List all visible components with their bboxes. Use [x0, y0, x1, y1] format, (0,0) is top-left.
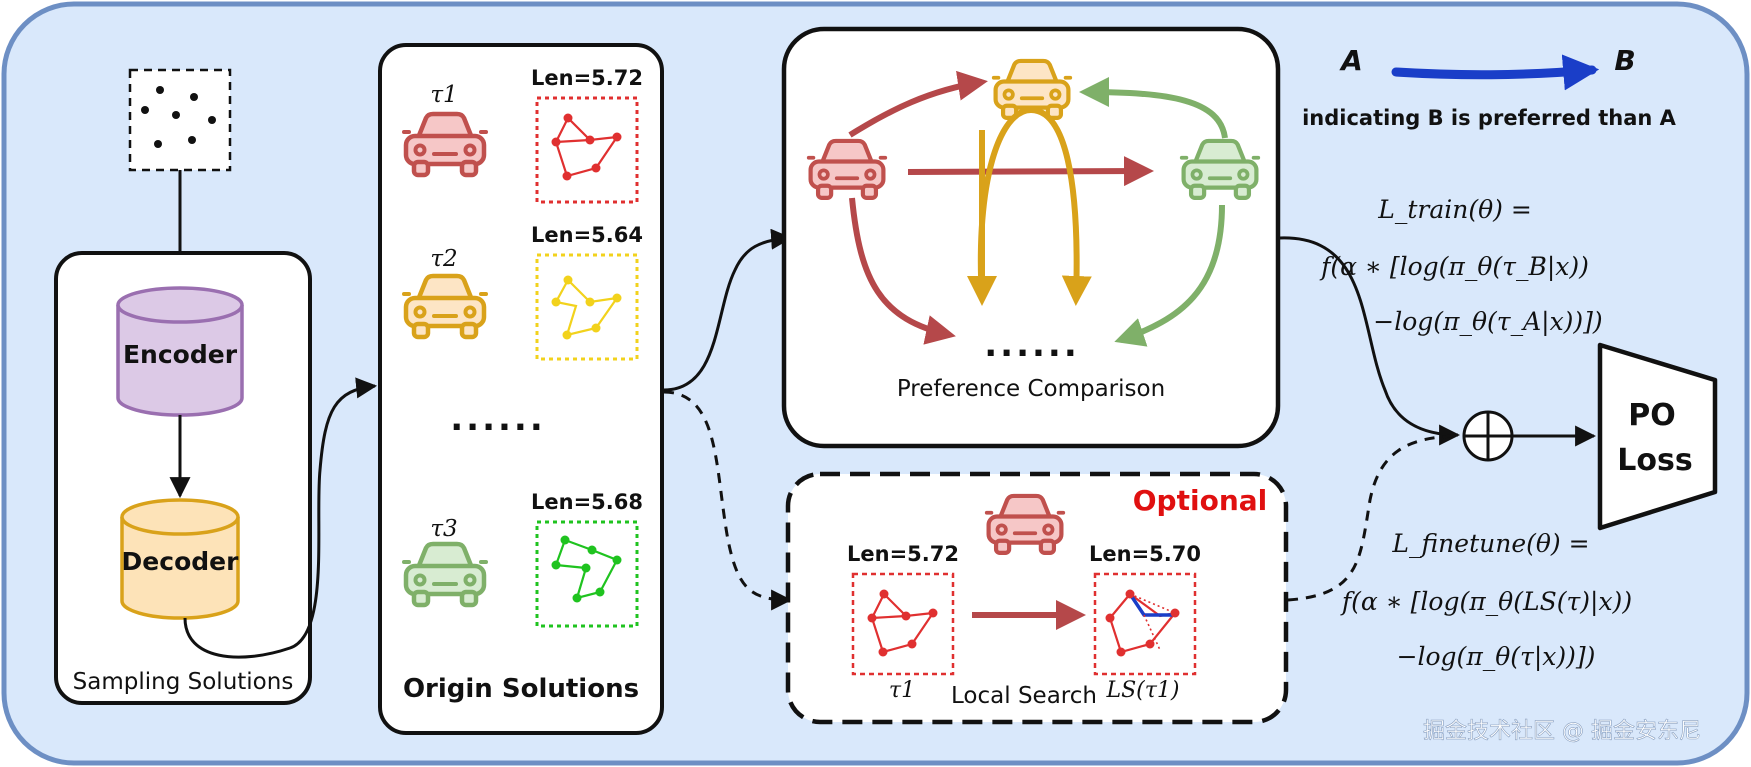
- origin-caption: Origin Solutions: [403, 674, 639, 704]
- train-line1: L_train(θ) =: [1377, 195, 1532, 224]
- watermark: 掘金技术社区 @ 掘金安东尼: [1423, 719, 1701, 744]
- tour-yellow-nodes: [551, 275, 622, 340]
- tau3-label: τ3: [430, 516, 457, 542]
- ls-len-before: Len=5.72: [847, 542, 959, 566]
- ls-tour-box-after: [1093, 572, 1197, 676]
- pref-arrow-red-to-dots: [849, 197, 956, 345]
- finetune-formula: L_finetune(θ) = f(α ∗ [log(π_θ(LS(τ)|x))…: [1340, 529, 1632, 672]
- len1-label: Len=5.72: [531, 66, 643, 90]
- sampling-solutions-block: Encoder Decoder Sampling Solutions: [54, 68, 312, 705]
- tour-box-yellow: [535, 253, 639, 361]
- origin-solutions-block: τ1 Len=5.72 τ2 Len=5.64 ...... τ3 Len=5.…: [378, 43, 664, 735]
- arrow-origin-to-localsearch: [663, 390, 793, 611]
- legend: A B indicating B is preferred than A: [1302, 44, 1677, 130]
- tour-red-nodes: [551, 113, 622, 181]
- pref-arrow-red-to-yellow: [848, 70, 988, 138]
- pref-arrow-green-to-dots: [1114, 204, 1225, 347]
- preference-ellipsis: ......: [984, 325, 1080, 365]
- optional-label: Optional: [1133, 484, 1268, 517]
- arrow-preference-to-sum: [1279, 236, 1461, 446]
- train-formula: L_train(θ) = f(α ∗ [log(π_θ(τ_B|x)) −log…: [1319, 195, 1603, 337]
- legend-arrow: [1391, 54, 1600, 91]
- pref-arrow-red-to-green: [907, 156, 1154, 187]
- origin-ellipsis: ......: [450, 399, 546, 439]
- finetune-line2: f(α ∗ [log(π_θ(LS(τ)|x)): [1340, 587, 1632, 617]
- preference-block: ...... Preference Comparison: [781, 26, 1281, 449]
- encoder-cylinder: Encoder: [116, 286, 244, 417]
- ls-ls-label: LS(τ1): [1105, 678, 1179, 703]
- tau2-label: τ2: [430, 246, 457, 272]
- arrow-origin-to-preference: [663, 228, 793, 392]
- preference-caption: Preference Comparison: [897, 376, 1165, 402]
- po-loss-block: PO Loss: [1597, 342, 1718, 531]
- ls-caption: Local Search: [951, 683, 1097, 709]
- decoder-label: Decoder: [122, 547, 240, 576]
- ls-tour-after-nodes: [1105, 589, 1180, 657]
- train-line2: f(α ∗ [log(π_θ(τ_B|x)): [1319, 252, 1589, 282]
- train-line3: −log(π_θ(τ_A|x))]): [1373, 307, 1602, 337]
- po-line2: Loss: [1617, 443, 1692, 478]
- preference-frame: [781, 26, 1281, 449]
- sampling-caption: Sampling Solutions: [73, 669, 294, 695]
- tau1-label: τ1: [430, 82, 457, 108]
- finetune-line1: L_finetune(θ) =: [1391, 529, 1589, 558]
- arrow-localsearch-to-sum: [1287, 434, 1459, 602]
- tour-green-nodes: [551, 535, 622, 603]
- encoder-label: Encoder: [123, 340, 238, 369]
- ls-tour-before-nodes: [867, 589, 938, 657]
- ls-tour-box-before: [851, 572, 955, 676]
- input-points: [141, 86, 216, 148]
- ls-tour-after-removed-edges: [1129, 593, 1176, 651]
- legend-caption: indicating B is preferred than A: [1302, 106, 1677, 130]
- len2-label: Len=5.64: [531, 223, 643, 247]
- tour-box-red: [535, 96, 639, 204]
- po-line1: PO: [1628, 398, 1676, 433]
- tour-box-green: [535, 520, 639, 628]
- legend-b-label: B: [1614, 44, 1635, 77]
- ls-len-after: Len=5.70: [1089, 542, 1201, 566]
- local-search-block: Optional Len=5.72 τ1 Len=5.70 L: [785, 471, 1289, 725]
- arrow-decoder-to-origin: [183, 377, 378, 659]
- sum-node: [1462, 410, 1514, 462]
- finetune-line3: −log(π_θ(τ|x))]): [1397, 642, 1596, 672]
- len3-label: Len=5.68: [531, 490, 643, 514]
- ls-tau-label: τ1: [889, 678, 915, 703]
- legend-a-label: A: [1339, 44, 1363, 77]
- decoder-cylinder: Decoder: [120, 498, 240, 620]
- pref-arrow-green-to-yellow: [1079, 77, 1228, 139]
